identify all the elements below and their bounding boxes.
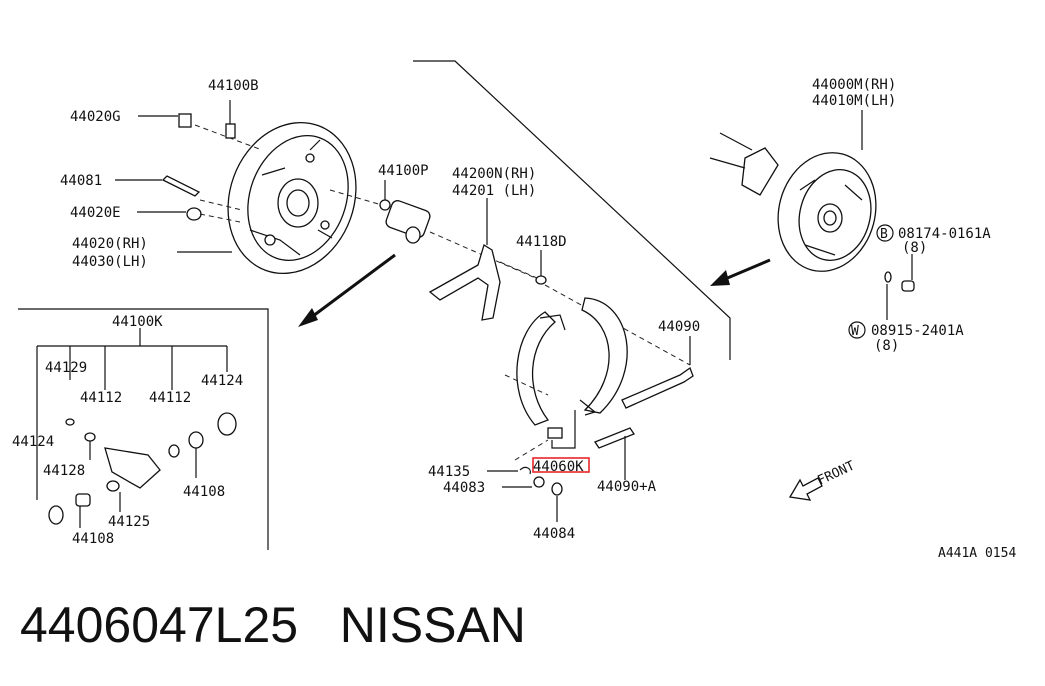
- wheel-cylinder-44100p: [379, 180, 431, 244]
- plug-44020e: [137, 207, 202, 221]
- label-44100b: 44100B: [208, 78, 259, 94]
- backing-plate-left: [227, 121, 357, 275]
- part-number-caption: 4406047L25 NISSAN: [20, 597, 526, 653]
- screw-44081: [115, 175, 201, 197]
- direction-arrow-left: [298, 253, 396, 327]
- label-44125: 44125: [108, 514, 150, 530]
- label-44081: 44081: [60, 173, 102, 189]
- badge-w-letter: W: [851, 324, 859, 339]
- drawing-reference: A441A 0154: [938, 546, 1016, 561]
- section-divider-line: [413, 60, 731, 360]
- label-08174-qty: (8): [902, 240, 927, 256]
- label-44020g: 44020G: [70, 109, 121, 125]
- label-44124-a: 44124: [201, 373, 243, 389]
- bolt-44020g: [138, 113, 192, 128]
- label-44108-b: 44108: [72, 531, 114, 547]
- direction-arrow-right: [710, 258, 771, 286]
- parking-lever-44200n: [428, 198, 501, 321]
- label-44090a: 44090+A: [597, 479, 657, 495]
- label-44100k: 44100K: [112, 314, 163, 330]
- retainer-44084: [551, 482, 563, 522]
- label-44118d: 44118D: [516, 234, 567, 250]
- label-08174: 08174-0161A: [898, 226, 991, 242]
- badge-b-letter: B: [880, 227, 888, 242]
- brake-shoe-front: [516, 311, 566, 439]
- spring-44083: [502, 476, 545, 488]
- label-44112-b: 44112: [149, 390, 191, 406]
- washer-08915: [884, 271, 892, 320]
- label-44020e: 44020E: [70, 205, 121, 221]
- label-44128: 44128: [43, 463, 85, 479]
- nut-44118d: [535, 250, 547, 285]
- badge-b-icon: [876, 224, 894, 242]
- label-44010m: 44010M(LH): [812, 93, 896, 109]
- label-44060k: 44060K: [533, 459, 584, 475]
- label-44108-a: 44108: [183, 484, 225, 500]
- brake-shoe-rear: [579, 297, 628, 416]
- label-44129: 44129: [45, 360, 87, 376]
- label-44020: 44020(RH): [72, 236, 148, 252]
- adjuster-spring-44090a: [594, 427, 635, 480]
- front-arrow-icon: [788, 477, 823, 501]
- drum-assembly-right: [777, 152, 877, 272]
- label-44084: 44084: [533, 526, 575, 542]
- inset-wheel-cylinder: [36, 328, 237, 528]
- hub-flange: [709, 132, 779, 196]
- label-08915-qty: (8): [874, 338, 899, 354]
- inset-frame: [18, 308, 269, 550]
- label-44100p: 44100P: [378, 163, 429, 179]
- label-44201: 44201 (LH): [452, 183, 536, 199]
- label-44124-b: 44124: [12, 434, 54, 450]
- adjuster-44090: [621, 336, 694, 409]
- label-44030: 44030(LH): [72, 254, 148, 270]
- label-44135: 44135: [428, 464, 470, 480]
- clip-44135: [487, 466, 531, 475]
- label-44112-a: 44112: [80, 390, 122, 406]
- bracket-44060k: [551, 410, 576, 449]
- highlight-box: [532, 457, 590, 473]
- bolt-08174: [901, 254, 915, 292]
- label-08915: 08915-2401A: [871, 323, 964, 339]
- badge-w-icon: [848, 321, 866, 339]
- label-44200n: 44200N(RH): [452, 166, 536, 182]
- label-44000m: 44000M(RH): [812, 77, 896, 93]
- label-44090: 44090: [658, 319, 700, 335]
- label-44083: 44083: [443, 480, 485, 496]
- front-label: FRONT: [815, 458, 857, 488]
- bolt-44100b: [225, 100, 236, 139]
